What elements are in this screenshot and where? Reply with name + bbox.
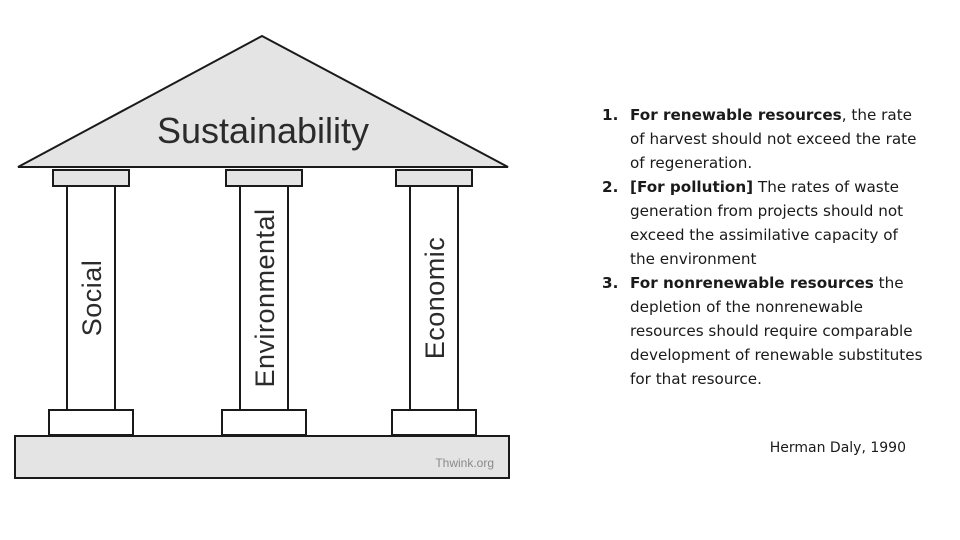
roof	[17, 34, 509, 168]
pillar-label-economic: Economic	[420, 237, 450, 360]
pillar-base	[221, 409, 307, 436]
pillar-shaft	[409, 185, 459, 411]
pillar-label-environmental: Environmental	[250, 208, 280, 387]
pillar-shaft	[66, 185, 116, 411]
pillar-base	[48, 409, 134, 436]
principle-item: 2. [For pollution] The rates of waste gen…	[596, 175, 926, 271]
foundation	[14, 435, 510, 479]
principle-number: 1.	[602, 106, 619, 124]
principle-emphasis: [For pollution]	[630, 178, 754, 196]
pillar-capital	[395, 169, 473, 187]
principle-item: 3. For nonrenewable resources the depleti…	[596, 271, 926, 391]
principle-item: 1. For renewable resources, the rate of h…	[596, 103, 926, 175]
attribution: Herman Daly, 1990	[769, 440, 906, 456]
pillar-environmental: Environmental	[221, 169, 307, 436]
pillar-capital	[225, 169, 303, 187]
principles-list: 1. For renewable resources, the rate of h…	[596, 103, 926, 391]
pillar-social: Social	[48, 169, 134, 436]
credit-text: Thwink.org	[435, 456, 494, 470]
pillar-shaft	[239, 185, 289, 411]
principle-number: 3.	[602, 274, 619, 292]
pillar-capital	[52, 169, 130, 187]
principle-text: the depletion of the nonrenewable resour…	[630, 274, 923, 388]
roof-title: Sustainability	[157, 110, 369, 151]
sustainability-temple-diagram: Sustainability Social Environmental Econ…	[14, 34, 510, 479]
principle-emphasis: For nonrenewable resources	[630, 274, 874, 292]
principle-text: , the rate of harvest should not exceed …	[630, 106, 917, 172]
principle-number: 2.	[602, 178, 619, 196]
principle-emphasis: For renewable resources	[630, 106, 842, 124]
principle-text: The rates of waste generation from proje…	[630, 178, 904, 268]
pillar-label-social: Social	[77, 260, 107, 337]
pillar-base	[391, 409, 477, 436]
pillar-economic: Economic	[391, 169, 477, 436]
